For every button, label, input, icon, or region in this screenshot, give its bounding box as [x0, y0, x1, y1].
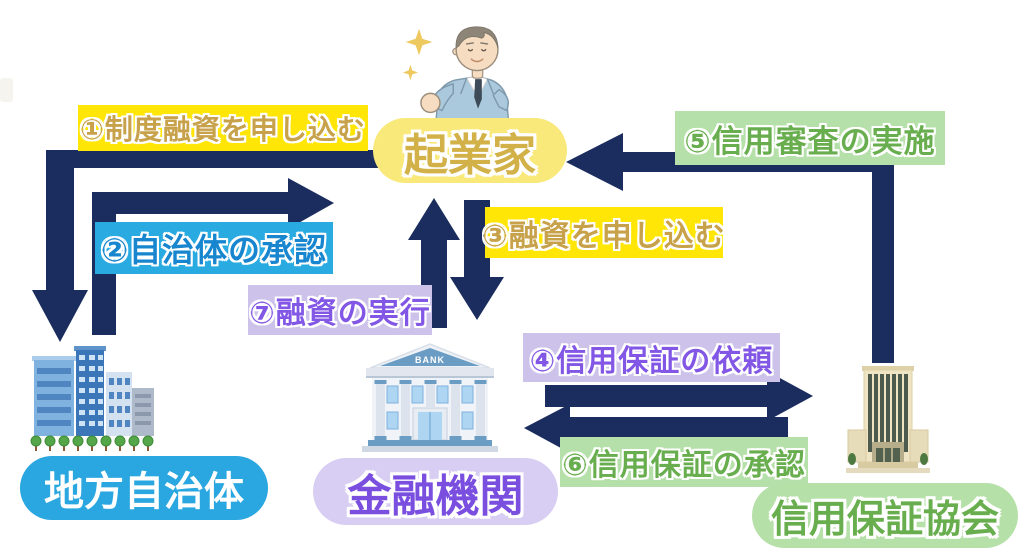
sparkle-small-icon — [402, 64, 419, 81]
arrow-step4-bank-to-cga — [545, 371, 813, 421]
step-7-label: ⑦融資の実行 — [248, 285, 432, 335]
edge-artifact — [0, 78, 13, 102]
local-government-pill: 地方自治体 — [20, 456, 268, 520]
credit-guarantee-association-pill: 信用保証協会 — [752, 483, 1018, 548]
financial-institution-pill: 金融機関 — [313, 458, 558, 525]
sparkle-icon — [405, 28, 433, 56]
bush-icon — [848, 453, 856, 465]
bank-sign-text: BANK — [415, 355, 445, 365]
arrow-step3-entrepreneur-to-bank — [450, 200, 504, 320]
arrow-step2-local-government-to-entrepreneur — [92, 178, 334, 335]
step-1-label: ①制度融資を申し込む — [78, 105, 368, 151]
city-buildings-icon — [30, 346, 154, 451]
step-3-label: ③融資を申し込む — [482, 207, 725, 258]
entrepreneur-person-icon — [402, 26, 510, 121]
step-4-label: ④信用保証の依頼 — [523, 333, 780, 382]
step-5-label: ⑤信用審査の実施 — [675, 111, 945, 165]
arrow-step1-entrepreneur-to-local-government — [32, 150, 420, 342]
bush-icon — [920, 453, 928, 465]
entrepreneur-pill: 起業家 — [373, 118, 567, 183]
bank-building-icon: BANK — [362, 343, 498, 452]
cga-building-icon — [846, 366, 930, 473]
arrow-step6-cga-to-bank — [524, 404, 788, 453]
trees-icon — [30, 435, 154, 451]
step-2-label: ②自治体の承認 — [95, 222, 333, 274]
step-6-label: ⑥信用保証の承認 — [560, 437, 808, 487]
